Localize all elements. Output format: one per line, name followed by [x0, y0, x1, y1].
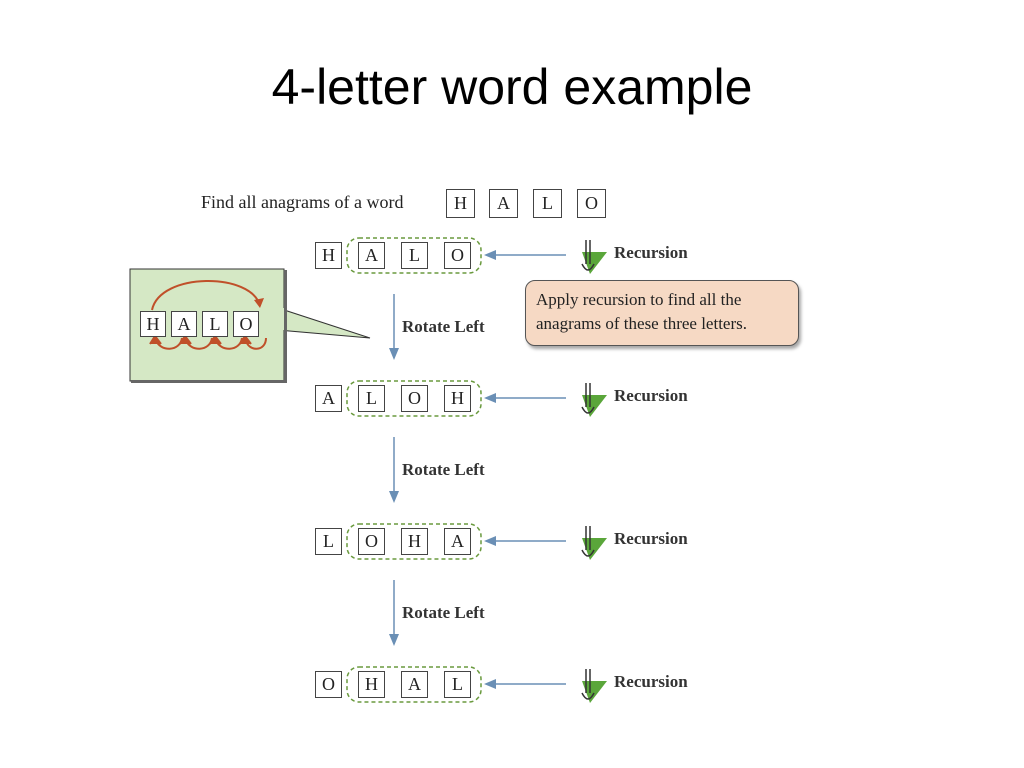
letter-box: L — [358, 385, 385, 412]
recursion-tool-icon — [581, 240, 607, 274]
recursion-tool-icon — [581, 669, 607, 703]
rotate-left-label: Rotate Left — [402, 317, 485, 336]
slide-title: 4-letter word example — [271, 59, 753, 115]
inset-letter-box: H — [140, 311, 166, 337]
letter-box: A — [358, 242, 385, 269]
letter-box: A — [444, 528, 471, 555]
recursion-tool-icon — [581, 383, 607, 417]
recursion-label: Recursion — [614, 243, 688, 262]
letter-box: H — [401, 528, 428, 555]
rotate-left-label: Rotate Left — [402, 603, 485, 622]
recursion-callout: Apply recursion to find all the anagrams… — [525, 280, 799, 346]
letter-box: A — [315, 385, 342, 412]
letter-box: O — [315, 671, 342, 698]
word-letter-box: O — [577, 189, 606, 218]
find-anagrams-label: Find all anagrams of a word — [201, 192, 404, 212]
dashed-groups — [346, 237, 482, 703]
word-letter-box: L — [533, 189, 562, 218]
word-letter-box: A — [489, 189, 518, 218]
letter-box: L — [401, 242, 428, 269]
recursion-tool-icon — [581, 526, 607, 560]
letter-box: O — [401, 385, 428, 412]
inset-letter-box: O — [233, 311, 259, 337]
inset-letter-box: A — [171, 311, 197, 337]
letter-box: H — [444, 385, 471, 412]
recursion-arrows — [484, 250, 566, 689]
rotate-left-label: Rotate Left — [402, 460, 485, 479]
recursion-label: Recursion — [614, 672, 688, 691]
letter-box: O — [444, 242, 471, 269]
rotate-arrows — [389, 294, 399, 646]
letter-box: H — [358, 671, 385, 698]
callout-line-1: Apply recursion to find all the — [536, 290, 742, 309]
inset-letter-box: L — [202, 311, 228, 337]
recursion-label: Recursion — [614, 529, 688, 548]
letter-box: O — [358, 528, 385, 555]
letter-box: H — [315, 242, 342, 269]
letter-box: L — [444, 671, 471, 698]
letter-box: A — [401, 671, 428, 698]
callout-line-2: anagrams of these three letters. — [536, 314, 747, 333]
letter-box: L — [315, 528, 342, 555]
word-letter-box: H — [446, 189, 475, 218]
recursion-label: Recursion — [614, 386, 688, 405]
